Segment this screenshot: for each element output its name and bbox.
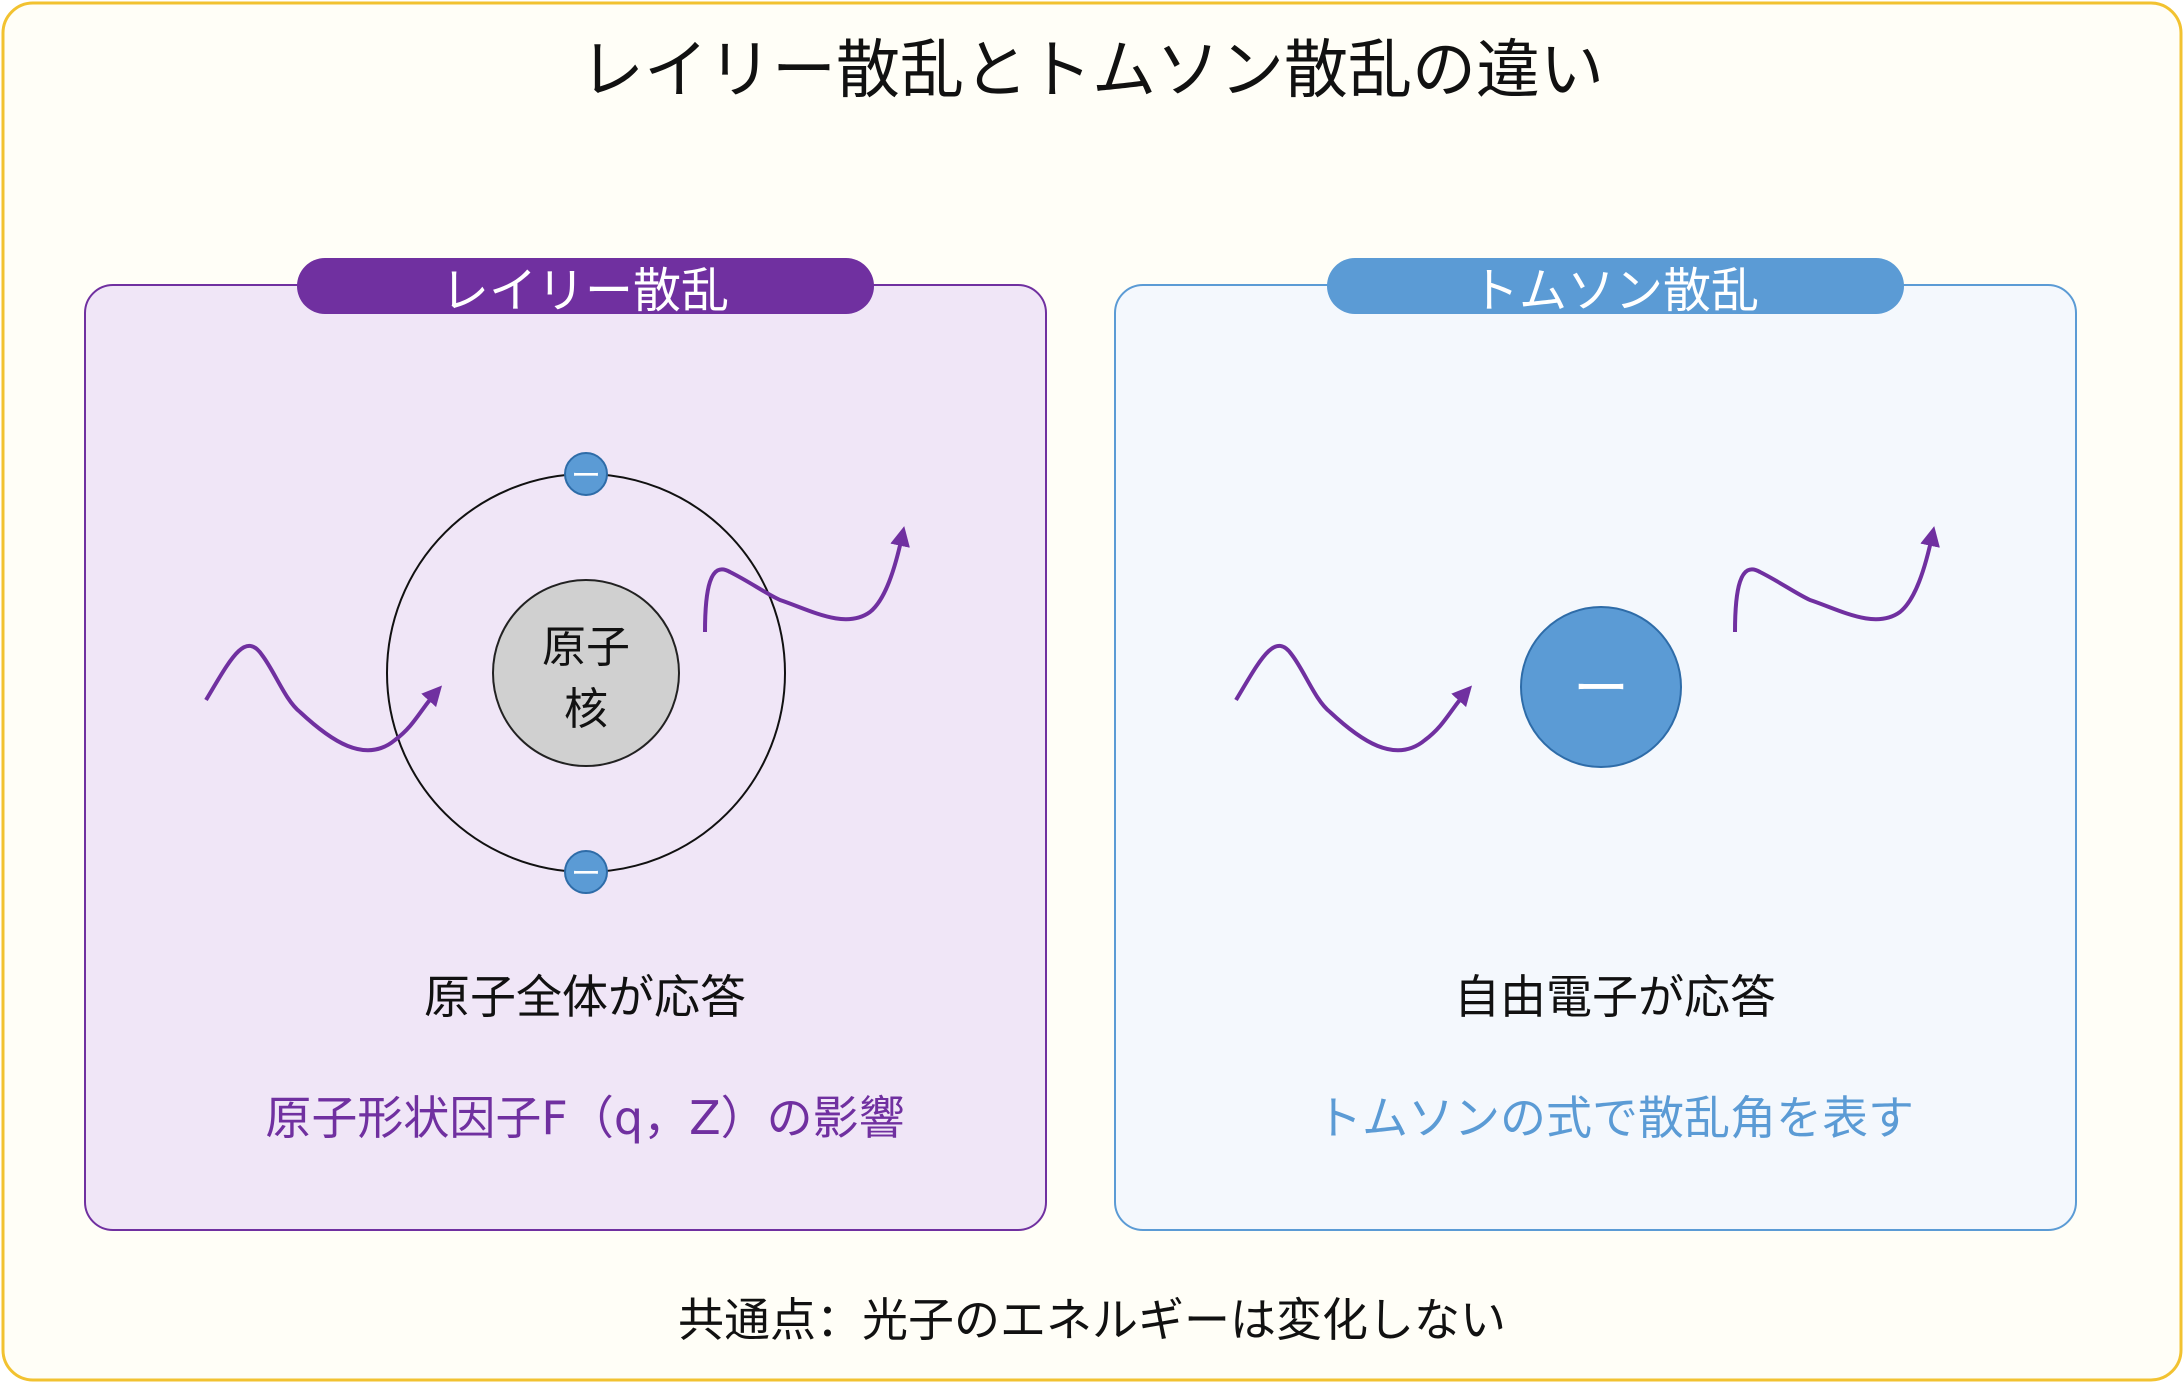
rayleigh-header-pill <box>297 258 874 314</box>
scattered-wave-arrow <box>703 526 910 633</box>
rayleigh-header-label: レイリー散乱 <box>441 263 729 319</box>
common-point-text: 共通点：光子のエネルギーは変化しない <box>678 1293 1506 1347</box>
electron-bottom-symbol: ー <box>571 857 601 892</box>
rayleigh-note-text: 原子形状因子F（q，Z）の影響 <box>265 1091 904 1145</box>
nucleus-label-line2: 核 <box>564 684 608 735</box>
thomson-header-pill <box>1327 258 1904 314</box>
thomson-scattered-wave-arrow <box>1733 526 1940 633</box>
thomson-incident-wave-arrow <box>1234 643 1473 753</box>
thomson-panel: トムソン散乱 ー 自由電子が応答 トムソンの式で散乱角を表す <box>1114 258 2077 1231</box>
electron-top-symbol: ー <box>571 459 601 494</box>
thomson-note-text: トムソンの式で散乱角を表す <box>1316 1091 1914 1145</box>
rayleigh-response-text: 原子全体が応答 <box>424 970 746 1024</box>
thomson-header-label: トムソン散乱 <box>1471 263 1759 319</box>
free-electron <box>1520 606 1682 768</box>
electron-bottom <box>564 850 608 894</box>
electron-top <box>564 452 608 496</box>
page-title: レイリー散乱とトムソン散乱の違い <box>580 34 1604 108</box>
nucleus-label-line1: 原子 <box>542 622 630 673</box>
atomic-nucleus <box>492 579 680 767</box>
rayleigh-panel: レイリー散乱 原子 核 ー ー 原子全体が応答 原子形状因子F（q，Z）の影響 <box>84 258 1047 1231</box>
incident-wave-arrow <box>204 643 443 753</box>
free-electron-symbol: ー <box>1573 657 1629 722</box>
thomson-response-text: 自由電子が応答 <box>1454 970 1776 1024</box>
